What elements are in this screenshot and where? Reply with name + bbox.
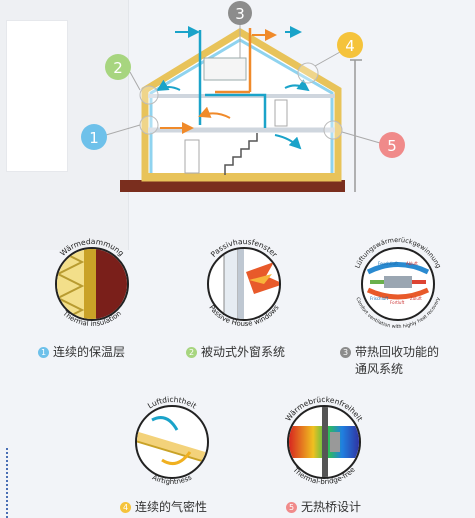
- caption-text-line1: 带热回收功能的: [355, 345, 440, 359]
- thermal-bridge-icon: Wärmebrückenfreiheit Thermal-bridge-free: [284, 395, 365, 486]
- caption-text: 连续的保温层: [53, 345, 126, 359]
- caption-text: 连续的气密性: [135, 500, 208, 514]
- caption-ventilation: 3 带热回收功能的 通风系统: [340, 344, 439, 378]
- svg-text:3: 3: [235, 5, 245, 23]
- svg-text:Feuchtluft: Feuchtluft: [378, 261, 398, 266]
- caption-airtightness: 4 连续的气密性: [120, 499, 207, 516]
- airtightness-icon: Luftdichtheit Airtightness: [135, 395, 209, 486]
- ventilation-icon: Feuchtluft Abluft Frischluft Fortluft Zu…: [353, 236, 442, 330]
- background-panel: [0, 0, 129, 250]
- duct-orange: [215, 28, 252, 94]
- marker-1: 1: [81, 124, 107, 150]
- window-icon: Passivhausfenster Passive House windows: [207, 237, 281, 328]
- leader-line: [129, 71, 141, 91]
- caption-text-line2: 通风系统: [355, 362, 404, 376]
- highlight-ring: [139, 115, 159, 135]
- svg-text:1: 1: [89, 129, 99, 147]
- caption-text: 被动式外窗系统: [201, 345, 286, 359]
- caption-text: 无热桥设计: [301, 500, 362, 514]
- house-diagram: 1 2 3 4 5: [81, 1, 405, 192]
- airflow-arrow: [198, 106, 231, 119]
- leader-line: [314, 51, 341, 67]
- door: [184, 139, 200, 174]
- door: [274, 99, 288, 127]
- background-card: [6, 20, 68, 172]
- marker-4: 4: [337, 32, 363, 58]
- caption-number-badge: 1: [38, 347, 49, 358]
- leader-line: [341, 131, 381, 144]
- svg-text:Frischluft: Frischluft: [370, 296, 389, 301]
- marker-3: 3: [228, 1, 252, 25]
- svg-text:Zuluft: Zuluft: [410, 296, 422, 301]
- highlight-ring: [139, 85, 159, 105]
- caption-number-badge: 4: [120, 502, 131, 513]
- caption-thermal-bridge: 5 无热桥设计: [286, 499, 361, 516]
- marker-5: 5: [379, 132, 405, 158]
- ground-slab: [120, 180, 345, 192]
- airflow-arrow: [284, 79, 310, 92]
- decorative-dotted-line: [6, 448, 10, 518]
- svg-text:Airtightness: Airtightness: [151, 473, 193, 486]
- staircase: [224, 133, 258, 175]
- insulation-icon: Wärmedammung Thermal insulation: [55, 237, 129, 328]
- airflow-arrow: [274, 134, 302, 150]
- caption-insulation: 1 连续的保温层: [38, 344, 125, 361]
- ventilation-unit: [203, 57, 247, 81]
- caption-number-badge: 2: [186, 347, 197, 358]
- leader-line: [105, 124, 141, 136]
- svg-text:5: 5: [387, 137, 397, 155]
- marker-2: 2: [105, 54, 131, 80]
- svg-text:Abluft: Abluft: [406, 261, 418, 266]
- svg-text:2: 2: [113, 59, 123, 77]
- caption-number-badge: 5: [286, 502, 297, 513]
- highlight-ring: [323, 120, 343, 140]
- caption-number-badge: 3: [340, 347, 351, 358]
- svg-text:4: 4: [345, 37, 355, 55]
- highlight-ring: [297, 62, 319, 84]
- caption-windows: 2 被动式外窗系统: [186, 344, 285, 361]
- svg-text:Fortluft: Fortluft: [390, 300, 405, 305]
- airflow-arrow: [156, 79, 181, 92]
